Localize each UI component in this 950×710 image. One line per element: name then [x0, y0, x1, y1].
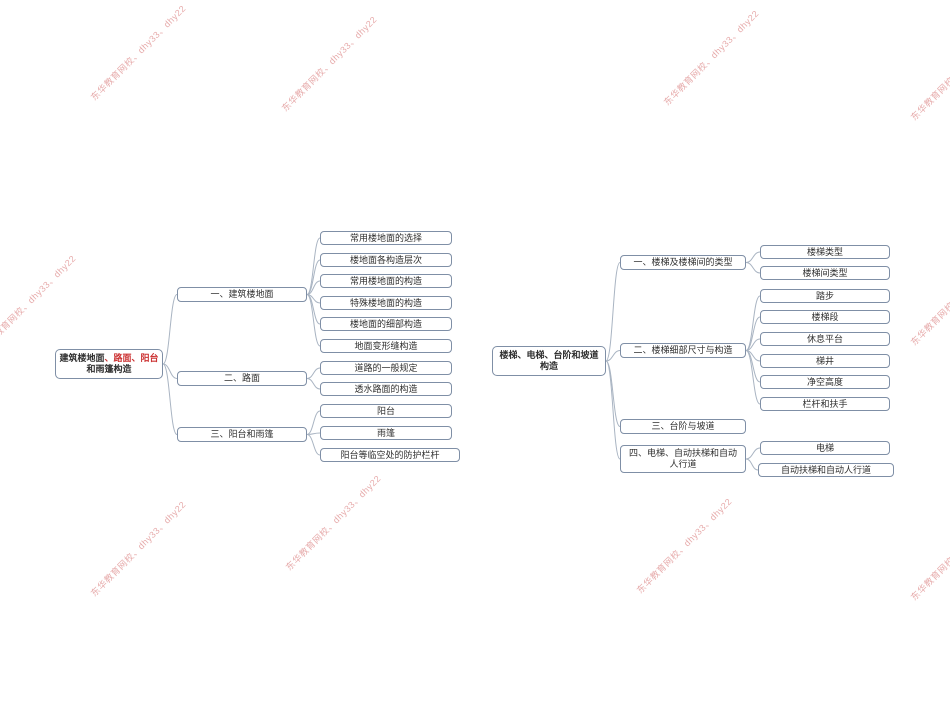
branch-node: 二、楼梯细部尺寸与构造 [620, 343, 746, 358]
leaf-node: 雨篷 [320, 426, 452, 440]
mindmap-root-left: 建筑楼地面、路面、阳台 和雨篷构造 [55, 349, 163, 379]
watermark-text: 东华教育网校、dhy33、dhy22 [279, 14, 379, 114]
leaf-node: 楼梯间类型 [760, 266, 890, 280]
branch-node: 一、建筑楼地面 [177, 287, 307, 302]
leaf-node: 阳台等临空处的防护栏杆 [320, 448, 460, 462]
watermark-text: 东华教育网校、dhy33、dhy22 [88, 499, 188, 599]
leaf-node: 自动扶梯和自动人行道 [758, 463, 894, 477]
root-title-line1: 楼梯、电梯、台阶和坡道 [499, 350, 599, 361]
leaf-node: 楼梯类型 [760, 245, 890, 259]
leaf-node: 净空高度 [760, 375, 890, 389]
watermark-text: 东华教育网校、dhy33、dhy22 [634, 496, 734, 596]
leaf-node: 梯井 [760, 354, 890, 368]
branch-node: 二、路面 [177, 371, 307, 386]
branch-node: 三、台阶与坡道 [620, 419, 746, 434]
root-title-black: 建筑楼地面 [59, 353, 105, 364]
watermark-text: 东华教育网校、dhy33、dhy22 [0, 253, 78, 353]
root-title-line2: 构造 [539, 361, 558, 371]
root-title-line2: 和雨篷构造 [86, 364, 132, 374]
watermark-text: 东华教育网校、dhy33、dhy22 [283, 473, 383, 573]
leaf-node: 楼地面各构造层次 [320, 253, 452, 267]
leaf-node: 透水路面的构造 [320, 382, 452, 396]
leaf-node: 楼梯段 [760, 310, 890, 324]
branch-node: 三、阳台和雨篷 [177, 427, 307, 442]
leaf-node: 地面变形缝构造 [320, 339, 452, 353]
leaf-node: 栏杆和扶手 [760, 397, 890, 411]
leaf-node: 楼地面的细部构造 [320, 317, 452, 331]
leaf-node: 休息平台 [760, 332, 890, 346]
leaf-node: 常用楼地面的构造 [320, 274, 452, 288]
watermark-text: 东华教育网校、dhy33、dhy22 [908, 503, 950, 603]
root-title-red: 、路面、阳台 [104, 353, 159, 364]
branch-node: 四、电梯、自动扶梯和自动人行道 [620, 445, 746, 473]
branch-node: 一、楼梯及楼梯间的类型 [620, 255, 746, 270]
watermark-text: 东华教育网校、dhy33、dhy22 [908, 23, 950, 123]
leaf-node: 道路的一般规定 [320, 361, 452, 375]
leaf-node: 踏步 [760, 289, 890, 303]
watermark-text: 东华教育网校、dhy33、dhy22 [88, 3, 188, 103]
leaf-node: 特殊楼地面的构造 [320, 296, 452, 310]
watermark-text: 东华教育网校、dhy33、dhy22 [908, 248, 950, 348]
mindmap-root-right: 楼梯、电梯、台阶和坡道 构造 [492, 346, 606, 376]
watermark-text: 东华教育网校、dhy33、dhy22 [661, 8, 761, 108]
leaf-node: 阳台 [320, 404, 452, 418]
leaf-node: 常用楼地面的选择 [320, 231, 452, 245]
leaf-node: 电梯 [760, 441, 890, 455]
